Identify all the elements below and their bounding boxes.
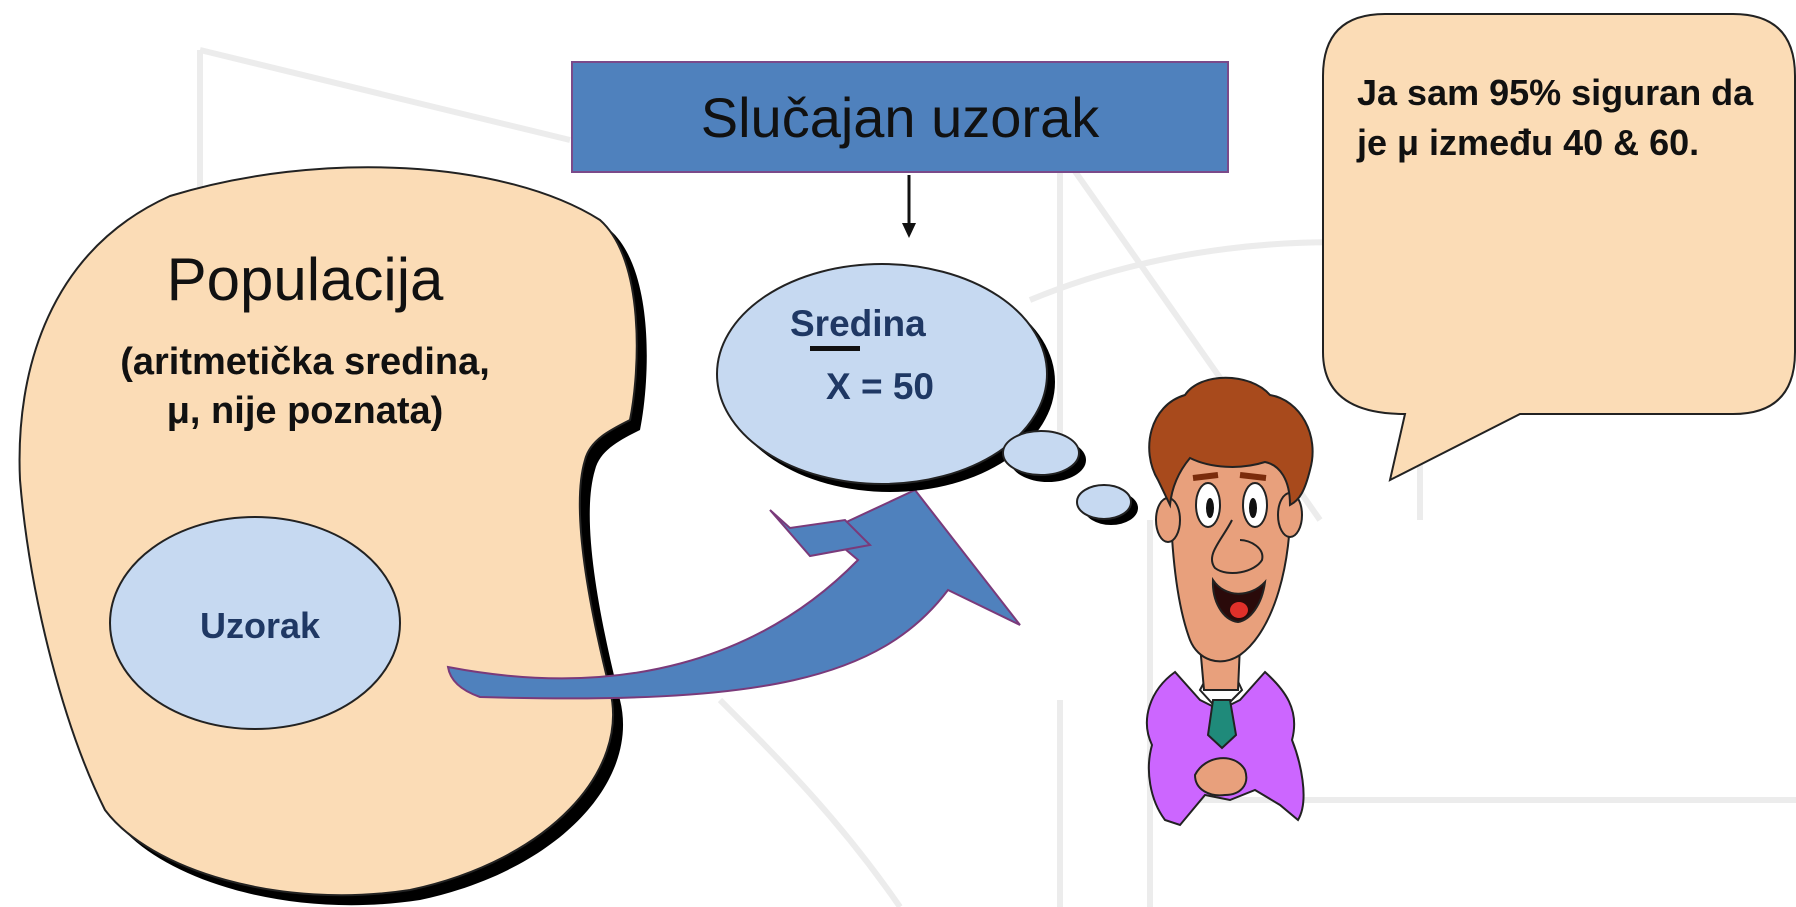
mean-value: X = 50 <box>826 366 935 407</box>
x-bar-overline <box>810 346 860 351</box>
thought-dot-large <box>1002 430 1080 476</box>
population-title: Populacija <box>166 246 444 313</box>
mean-label: Sredina <box>790 303 926 344</box>
diagram-title: Slučajan uzorak <box>700 86 1100 149</box>
man-tongue <box>1230 602 1248 618</box>
speech-text: Ja sam 95% siguran da je μ između 40 & 6… <box>1357 72 1754 163</box>
population-note-line-1: (aritmetička sredina, <box>120 341 490 383</box>
man-tie <box>1206 699 1238 750</box>
arrow-tail-flap <box>769 509 873 558</box>
sample-to-mean-arrow <box>446 488 1021 700</box>
man-eyebrow-left <box>1192 472 1219 481</box>
thought-dot-small <box>1076 484 1132 520</box>
man-mouth <box>1211 576 1267 624</box>
man-ear-left <box>1155 497 1181 543</box>
thought-bubble <box>716 263 1048 485</box>
man-hair <box>1148 376 1314 509</box>
man-eyebrow-right <box>1239 472 1267 481</box>
man-pupil-left <box>1206 498 1214 518</box>
man-jacket <box>1145 670 1305 827</box>
cartoon-man <box>1145 376 1314 827</box>
sample-label: Uzorak <box>200 605 321 646</box>
speech-bubble <box>1322 13 1796 482</box>
man-nose <box>1211 519 1264 575</box>
man-hand <box>1193 757 1248 797</box>
man-pupil-right <box>1249 498 1257 518</box>
sample-ellipse <box>109 516 401 730</box>
connector-arrowhead <box>902 223 916 238</box>
population-note-line-2: μ, nije poznata) <box>166 390 444 432</box>
title-box <box>571 61 1229 173</box>
